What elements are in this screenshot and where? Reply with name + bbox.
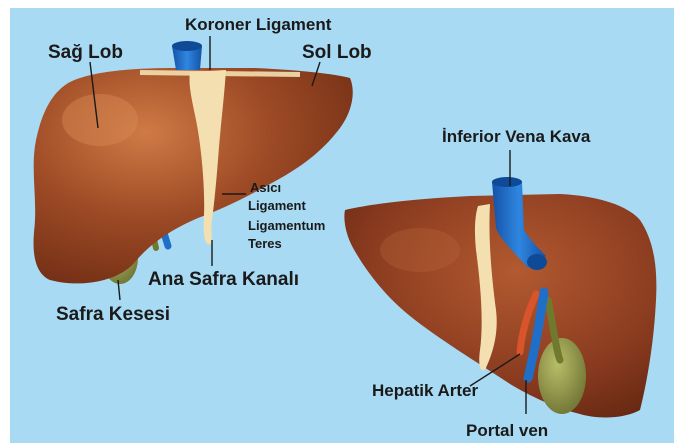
- label-portal-ven: Portal ven: [466, 421, 548, 440]
- label-teres: Teres: [248, 236, 282, 251]
- label-hepatik-arter: Hepatik Arter: [372, 381, 479, 400]
- label-sol-lob: Sol Lob: [302, 42, 372, 63]
- label-ligament: Ligament: [248, 198, 306, 213]
- label-ana-safra-kanali: Ana Safra Kanalı: [148, 269, 299, 290]
- label-koroner-ligament: Koroner Ligament: [185, 15, 332, 34]
- label-asici: Asıcı: [250, 180, 281, 195]
- label-safra-kesesi: Safra Kesesi: [56, 304, 170, 325]
- label-ligamentum: Ligamentum: [248, 218, 325, 233]
- gallbladder-posterior: [538, 338, 586, 414]
- label-inferior-vena-kava: İnferior Vena Kava: [442, 127, 591, 146]
- label-sag-lob: Sağ Lob: [48, 42, 123, 63]
